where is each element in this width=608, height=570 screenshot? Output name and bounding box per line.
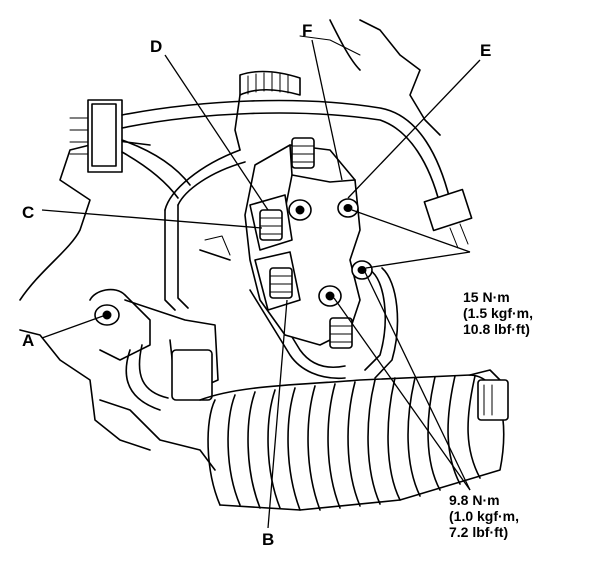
torque-lower-lbfft: 7.2 lbf·ft) — [449, 524, 508, 540]
label-e: E — [480, 41, 491, 60]
wire-connector-left — [69, 99, 123, 173]
leader-torque-upper-1 — [351, 209, 471, 253]
leader-lines — [41, 39, 481, 529]
leader-torque-lower-1 — [333, 297, 471, 491]
label-a: A — [22, 331, 34, 350]
leader-a — [41, 315, 104, 339]
steering-rack-boot — [199, 369, 509, 511]
label-d: D — [150, 37, 162, 56]
label-c: C — [22, 203, 34, 222]
leader-d — [164, 54, 269, 211]
torque-lower-nm: 9.8 N·m — [449, 492, 500, 508]
leader-b — [267, 299, 288, 529]
torque-upper-nm: 15 N·m — [463, 289, 510, 305]
torque-upper-kgfm: (1.5 kgf·m, — [463, 305, 533, 321]
torque-lower-kgfm: (1.0 kgf·m, — [449, 508, 519, 524]
label-b: B — [262, 530, 274, 549]
wire-connector-right — [423, 188, 473, 249]
torque-upper-lbfft: 10.8 lbf·ft) — [463, 321, 530, 337]
wire-harness — [121, 70, 451, 206]
callout-labels: A B C D E F 15 N·m (1.5 kgf·m, 10.8 lbf·… — [22, 21, 533, 549]
lower-left-mount — [89, 288, 219, 411]
hydraulic-lines — [164, 149, 399, 380]
leader-e — [347, 59, 481, 199]
leader-torque-lower-2 — [364, 271, 471, 491]
valve-body — [244, 137, 373, 349]
label-f: F — [302, 21, 312, 40]
leader-torque-upper-2 — [365, 251, 471, 269]
engine-block-outline — [19, 19, 441, 471]
leader-c — [41, 209, 263, 229]
leader-f — [311, 39, 343, 181]
